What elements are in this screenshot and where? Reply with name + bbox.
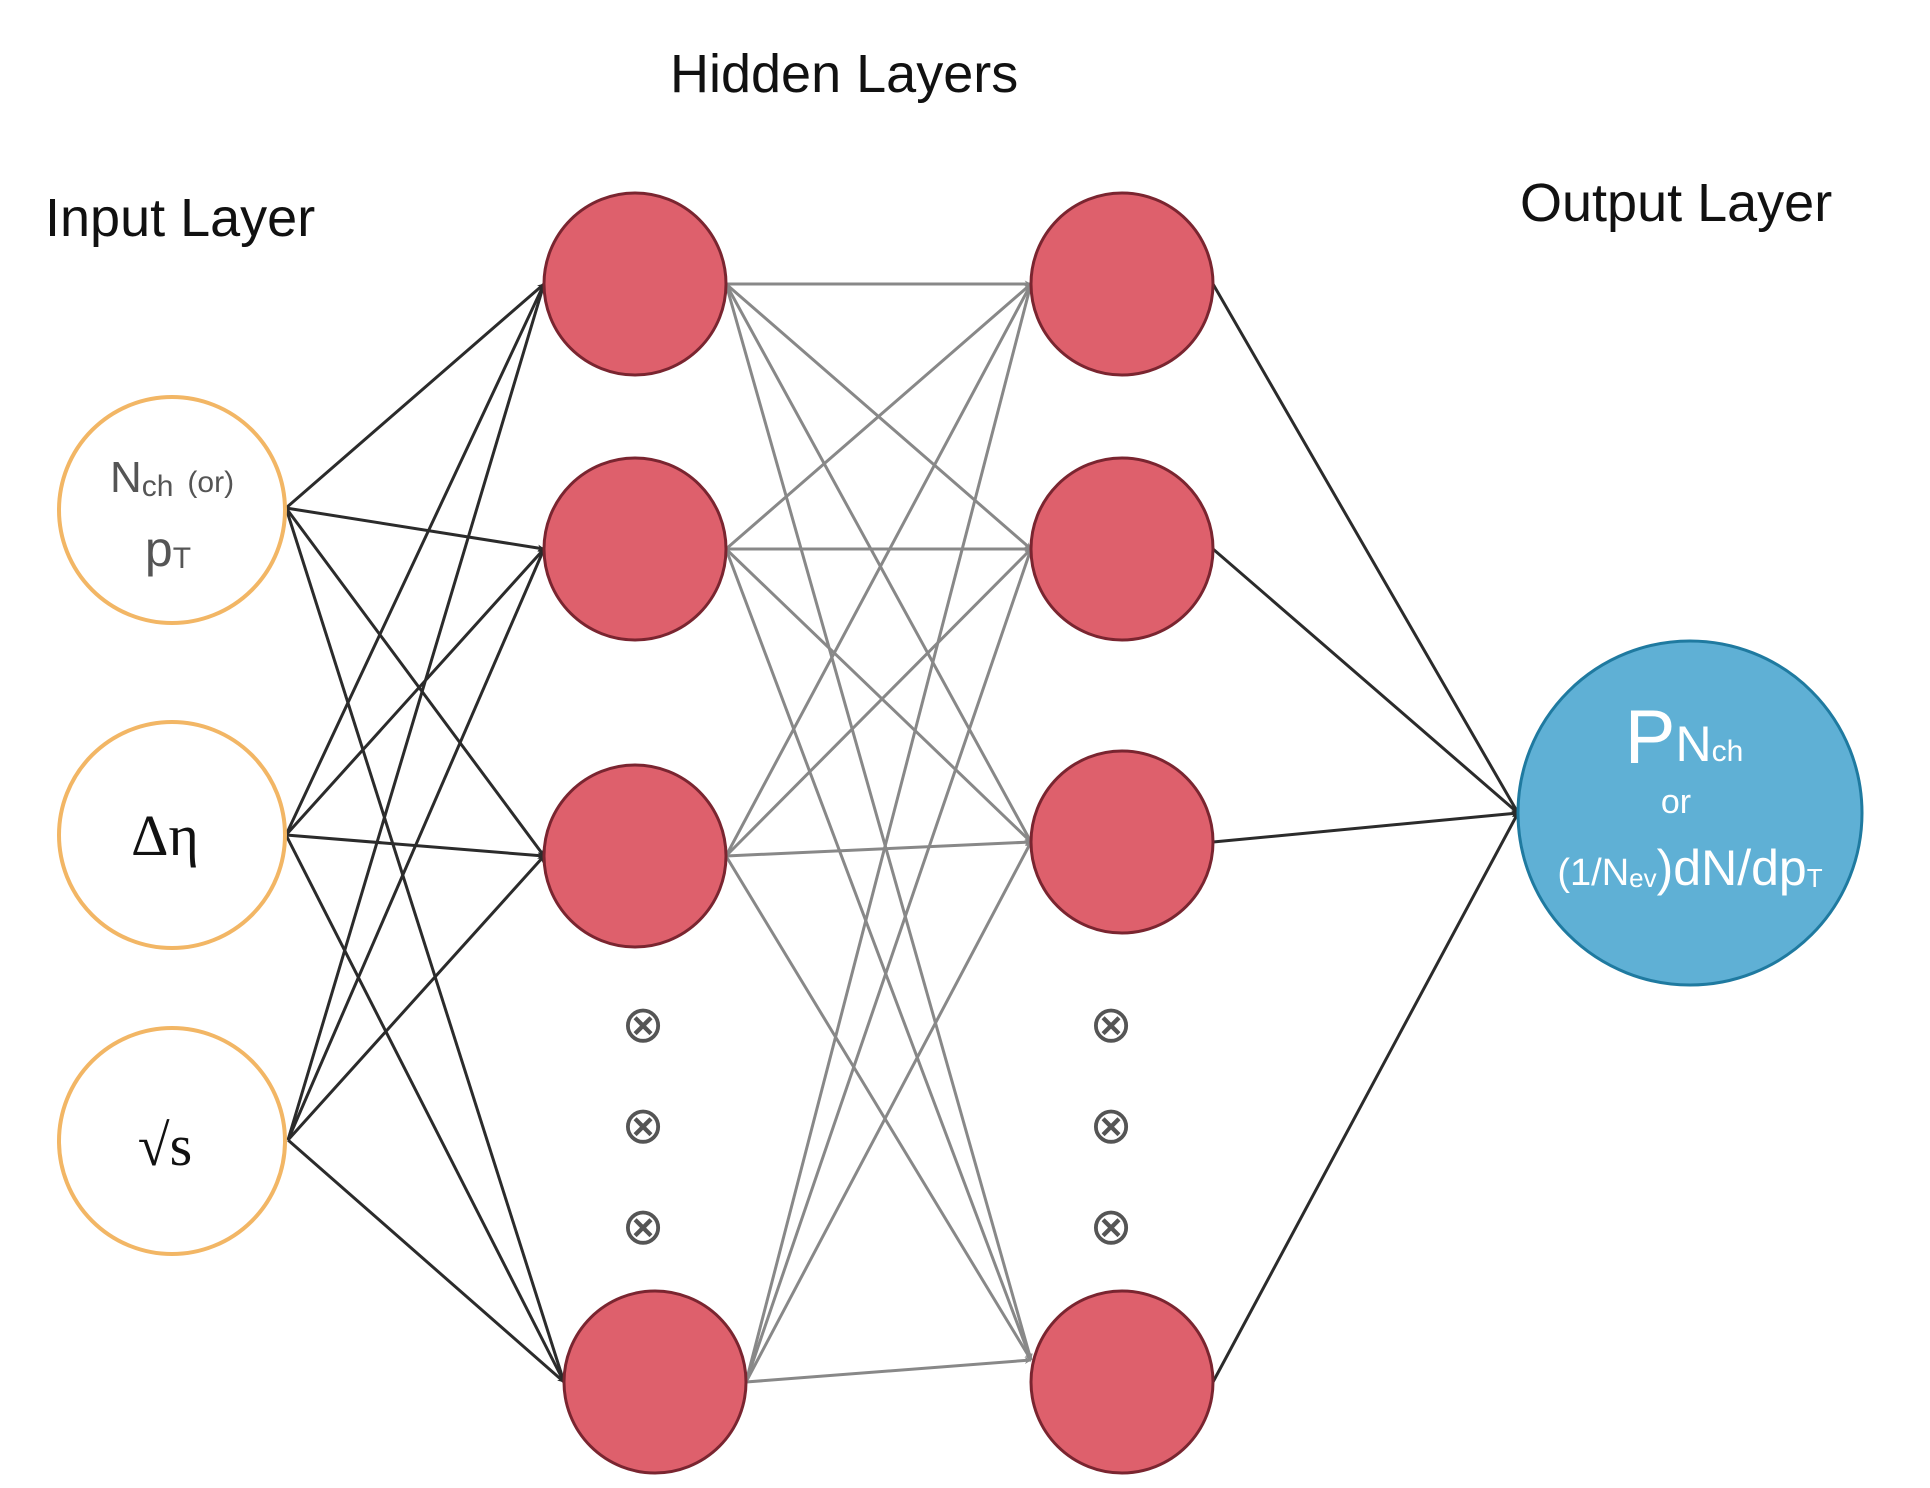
hidden1-neuron-1 xyxy=(542,191,728,377)
output-dndpt: )dN/dp xyxy=(1657,840,1807,896)
hidden1-neuron-3 xyxy=(542,763,728,949)
svg-text:pT: pT xyxy=(145,521,191,577)
output-ev-sub: ev xyxy=(1629,863,1656,893)
output-n-sub: N xyxy=(1675,716,1711,772)
input-or: (or) xyxy=(187,466,234,499)
svg-text:(1/Nev)dN/dpT: (1/Nev)dN/dpT xyxy=(1557,840,1822,896)
svg-text:PNch: PNch xyxy=(1625,695,1744,780)
edge-hidden1-4-to-hidden2-2 xyxy=(744,548,1033,1383)
output-or: or xyxy=(1661,783,1691,821)
input-node-sqrt-s: √s xyxy=(57,1026,287,1256)
edge-input-2-to-hidden1-1 xyxy=(284,283,546,836)
ellipsis-dot-5: ⊗ xyxy=(1089,1096,1133,1156)
ellipsis-dots: ⊗ ⊗ ⊗ ⊗ ⊗ ⊗ xyxy=(621,995,1133,1257)
hidden1-neuron-2 xyxy=(542,456,728,642)
edge-input-1-to-hidden1-1 xyxy=(285,282,545,510)
edge-input-3-to-hidden1-2 xyxy=(286,548,546,1141)
edge-hidden2-1-to-output xyxy=(1211,283,1520,814)
ellipsis-dot-4: ⊗ xyxy=(1089,995,1133,1055)
hidden-layers-heading: Hidden Layers xyxy=(670,44,1018,104)
edge-hidden2-2-to-output xyxy=(1212,547,1519,815)
output-layer-heading: Output Layer xyxy=(1520,173,1832,233)
edge-input-3-to-hidden1-3 xyxy=(286,854,546,1142)
ellipsis-dot-6: ⊗ xyxy=(1089,1197,1133,1257)
input-nch-main: N xyxy=(110,453,142,502)
edge-input-2-to-hidden1-2 xyxy=(284,547,546,837)
edge-hidden1-2-to-hidden2-1 xyxy=(725,282,1032,551)
edge-hidden1-2-to-hidden2-3 xyxy=(724,547,1033,844)
edge-hidden2-4-to-output xyxy=(1211,812,1520,1383)
output-node: PNch or (1/Nev)dN/dpT xyxy=(1516,639,1864,987)
ellipsis-dot-2: ⊗ xyxy=(621,1096,665,1156)
input-sqrt-s-label: √s xyxy=(138,1113,192,1178)
edge-hidden1-3-to-hidden2-3 xyxy=(725,838,1032,858)
output-inv-nev: (1/N xyxy=(1557,852,1629,894)
hidden2-neuron-2 xyxy=(1029,456,1215,642)
edge-input-3-to-hidden1-4 xyxy=(287,1138,565,1384)
input-layer-heading: Input Layer xyxy=(45,188,315,248)
output-ch-sub: ch xyxy=(1712,735,1744,768)
connection-edges xyxy=(284,280,1520,1384)
edge-input-1-to-hidden1-2 xyxy=(285,506,545,552)
ellipsis-dot-1: ⊗ xyxy=(621,995,665,1055)
hidden1-neuron-4 xyxy=(562,1289,748,1475)
svg-text:Nch(or): Nch (or) xyxy=(110,453,234,503)
edge-hidden1-2-to-hidden2-4 xyxy=(724,548,1033,1361)
hidden-layer-1 xyxy=(542,191,748,1475)
input-node-delta-eta: Δη xyxy=(57,720,287,950)
hidden2-neuron-1 xyxy=(1029,191,1215,377)
edge-input-3-to-hidden1-1 xyxy=(286,283,546,1141)
edge-hidden1-3-to-hidden2-2 xyxy=(724,547,1033,858)
edge-hidden1-3-to-hidden2-1 xyxy=(724,283,1033,857)
hidden2-neuron-3 xyxy=(1029,749,1215,935)
hidden2-neuron-4 xyxy=(1029,1289,1215,1475)
ellipsis-dot-3: ⊗ xyxy=(621,1197,665,1257)
input-nch-sub: ch xyxy=(142,470,174,503)
edge-hidden1-4-to-hidden2-3 xyxy=(744,841,1033,1383)
edge-hidden1-1-to-hidden2-3 xyxy=(724,283,1033,843)
edge-hidden1-3-to-hidden2-4 xyxy=(724,855,1033,1361)
edge-hidden1-1-to-hidden2-4 xyxy=(724,283,1033,1361)
output-p-main: P xyxy=(1625,695,1676,780)
input-node-nch-pt: Nch (or) pT xyxy=(57,395,287,625)
edge-hidden1-4-to-hidden2-1 xyxy=(744,283,1033,1383)
input-pt-sub: T xyxy=(173,542,191,575)
edge-input-1-to-hidden1-3 xyxy=(284,507,546,857)
edge-input-1-to-hidden1-4 xyxy=(284,507,566,1383)
edge-hidden1-4-to-hidden2-4 xyxy=(745,1356,1032,1384)
output-t-sub: T xyxy=(1807,863,1823,893)
edge-hidden2-3-to-output xyxy=(1212,810,1519,844)
edge-input-2-to-hidden1-4 xyxy=(284,834,566,1383)
input-delta-eta-label: Δη xyxy=(131,803,199,868)
hidden-layer-2 xyxy=(1029,191,1215,1475)
input-pt-main: p xyxy=(145,521,173,577)
